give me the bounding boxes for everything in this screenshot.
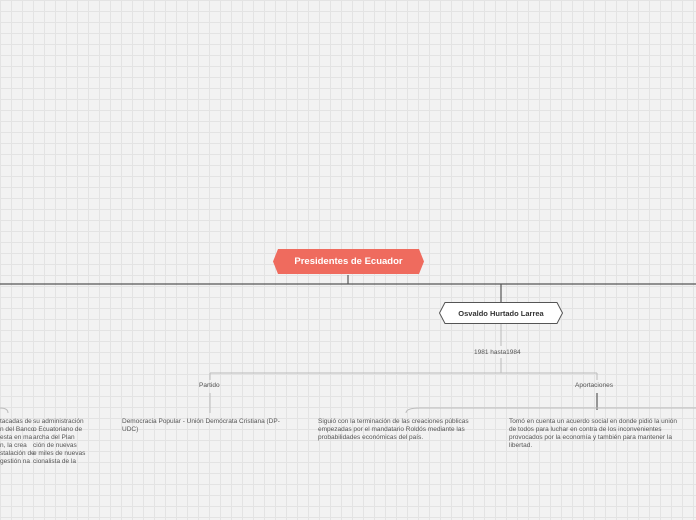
left-fragment-line: archa del Plan bbox=[33, 434, 75, 441]
aportaciones-sub-branch bbox=[405, 407, 696, 414]
left-fragment-col-1[interactable]: tacadas de n del Banco esta en ma n, la … bbox=[0, 418, 40, 466]
left-fragment-branch bbox=[0, 407, 9, 414]
aportaciones-item-2[interactable]: Tomó en cuenta un acuerdo social en dond… bbox=[509, 418, 678, 449]
aportaciones-item-1[interactable]: Siguió con la terminación de las creacio… bbox=[318, 418, 469, 441]
left-fragment-line: stalación de bbox=[0, 450, 35, 457]
left-fragment-line: tacadas de bbox=[0, 418, 32, 425]
period-label[interactable]: 1981 hasta1984 bbox=[474, 349, 521, 356]
aportaciones-label[interactable]: Aportaciones bbox=[575, 382, 613, 389]
left-fragment-line: ción de nuevas bbox=[33, 442, 77, 449]
partido-text[interactable]: Democracia Popular - Unión Demócrata Cri… bbox=[122, 418, 280, 433]
president-node[interactable]: Osvaldo Hurtado Larrea bbox=[439, 302, 563, 324]
left-fragment-line: e miles de nuevas bbox=[33, 450, 86, 457]
left-fragment-line: cionalista de la bbox=[33, 458, 76, 465]
president-name: Osvaldo Hurtado Larrea bbox=[458, 308, 544, 318]
left-fragment-line: esta en ma bbox=[0, 434, 33, 441]
left-fragment-line: su administración bbox=[33, 418, 84, 425]
root-topic-presidentes-de-ecuador[interactable]: Presidentes de Ecuador bbox=[273, 249, 424, 274]
root-topic-label: Presidentes de Ecuador bbox=[294, 256, 403, 267]
left-fragment-line: n, la crea bbox=[0, 442, 27, 449]
left-fragment-line: o Ecuatoriano de bbox=[33, 426, 83, 433]
left-fragment-line: n del Banco bbox=[0, 426, 35, 433]
left-fragment-col-2[interactable]: su administración o Ecuatoriano de archa… bbox=[33, 418, 103, 466]
president-node-shape bbox=[439, 302, 563, 324]
partido-label[interactable]: Partido bbox=[199, 382, 220, 389]
left-fragment-line: gestión na bbox=[0, 458, 30, 465]
